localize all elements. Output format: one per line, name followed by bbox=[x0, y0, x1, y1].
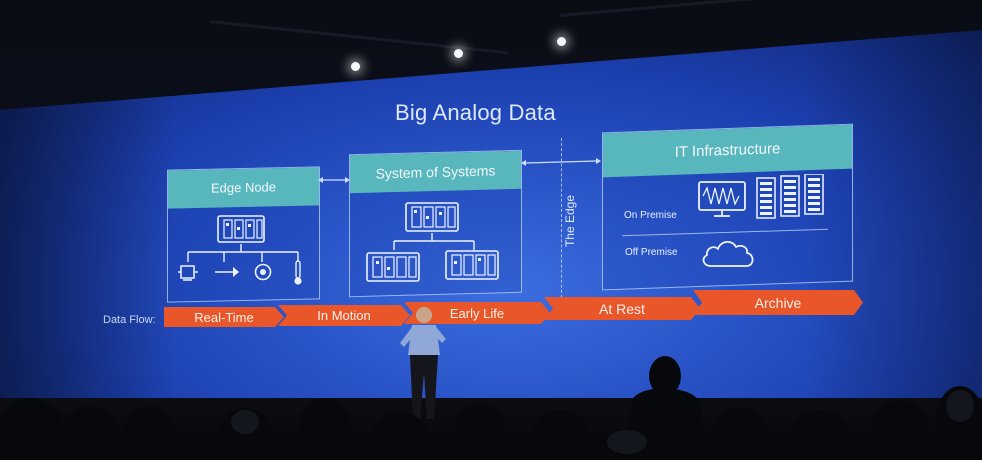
ceiling-truss bbox=[559, 0, 820, 17]
edge-label: The Edge bbox=[563, 194, 577, 248]
system-of-systems-header: System of Systems bbox=[350, 150, 521, 194]
flow-stage-archive: Archive bbox=[693, 290, 863, 315]
slide-title: Big Analog Data bbox=[395, 100, 556, 125]
it-infrastructure-header: IT Infrastructure bbox=[603, 124, 852, 178]
spotlight bbox=[351, 62, 360, 71]
connector-lines bbox=[393, 233, 475, 250]
chassis-icon bbox=[366, 252, 420, 282]
data-flow-label: Data Flow: bbox=[103, 314, 156, 326]
cloud-icon bbox=[702, 241, 754, 267]
audience-silhouettes bbox=[0, 356, 982, 460]
flow-stage-in-motion: In Motion bbox=[278, 305, 410, 326]
flow-stage-at-rest: At Rest bbox=[544, 297, 700, 320]
arrow-icon bbox=[215, 267, 239, 277]
flow-stage-early-life: Early Life bbox=[404, 302, 550, 324]
spotlight bbox=[557, 37, 566, 46]
chassis-icon bbox=[405, 202, 459, 232]
spotlight bbox=[454, 49, 463, 58]
connector-lines bbox=[187, 244, 299, 262]
chassis-icon bbox=[445, 250, 499, 280]
monitor-icon bbox=[698, 181, 746, 217]
double-arrow-icon bbox=[318, 177, 350, 183]
edge-node-header: Edge Node bbox=[168, 167, 319, 209]
off-premise-label: Off Premise bbox=[625, 247, 678, 258]
server-rack-icon bbox=[756, 174, 824, 219]
on-premise-label: On Premise bbox=[624, 210, 677, 221]
ceiling-truss bbox=[209, 20, 509, 55]
motor-icon bbox=[178, 265, 198, 281]
thermometer-icon bbox=[294, 260, 302, 285]
gear-icon bbox=[254, 263, 272, 281]
flow-stage-real-time: Real-Time bbox=[164, 307, 284, 327]
chassis-icon bbox=[217, 215, 265, 243]
edge-divider bbox=[561, 138, 562, 298]
